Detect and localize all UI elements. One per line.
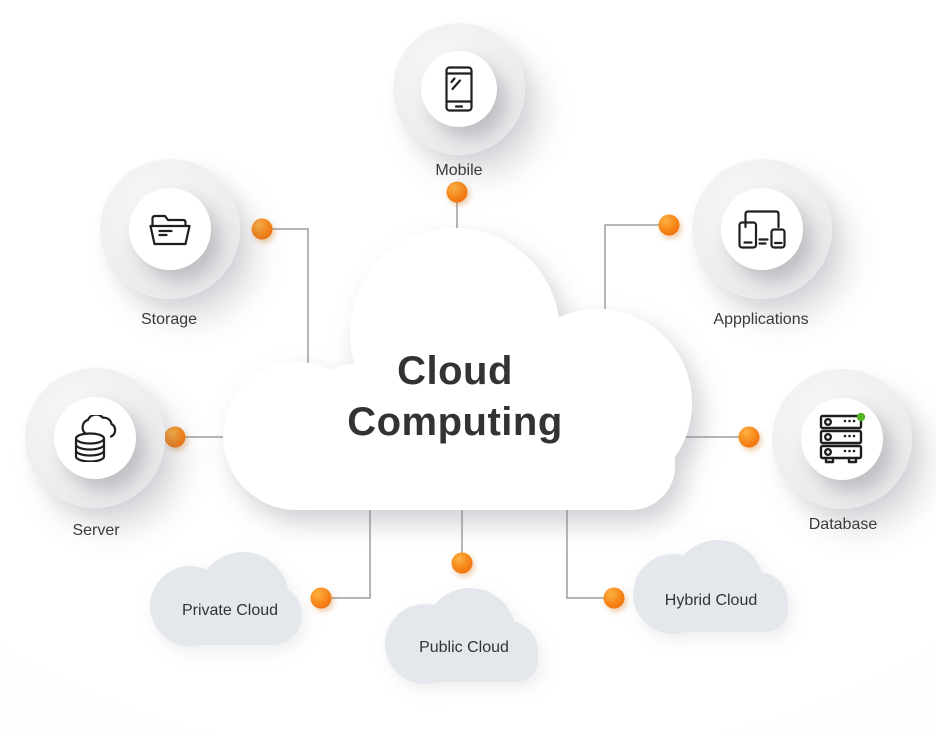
dot-private-cloud xyxy=(310,587,332,609)
rack-dots-row3 xyxy=(843,449,856,453)
rack-dots-row1 xyxy=(843,419,856,423)
node-applications-label: Appplications xyxy=(713,311,809,328)
title-line-2: Computing xyxy=(347,400,563,445)
dot-storage xyxy=(251,218,273,240)
node-mobile-label: Mobile xyxy=(435,162,483,179)
node-database-circle xyxy=(801,398,883,480)
node-database xyxy=(772,369,912,509)
node-storage-label: Storage xyxy=(140,311,198,328)
connectors xyxy=(175,193,749,599)
status-green-dot xyxy=(856,413,866,422)
connector-storage xyxy=(262,228,309,364)
hybrid-cloud-label: Hybrid Cloud xyxy=(664,592,758,609)
main-cloud-title: Cloud Computing xyxy=(347,346,563,448)
public-cloud-shape xyxy=(385,588,538,684)
node-server xyxy=(25,368,165,508)
dot-database xyxy=(738,426,760,448)
node-storage-circle xyxy=(129,188,211,270)
private-cloud-shape xyxy=(150,552,302,646)
server-rack-icon xyxy=(819,413,866,464)
node-mobile xyxy=(393,23,525,155)
hybrid-cloud-shape xyxy=(633,540,788,634)
public-cloud-label: Public Cloud xyxy=(419,639,509,656)
dot-public-cloud xyxy=(451,552,473,574)
dot-hybrid-cloud xyxy=(603,587,625,609)
node-mobile-circle xyxy=(421,51,497,127)
node-applications xyxy=(692,159,832,299)
smartphone-icon xyxy=(445,66,473,112)
node-storage xyxy=(100,159,240,299)
devices-icon xyxy=(738,210,786,249)
node-database-label: Database xyxy=(808,516,878,533)
node-server-circle xyxy=(54,397,136,479)
rack-dots-row2 xyxy=(843,434,856,438)
dot-applications xyxy=(658,214,680,236)
node-applications-circle xyxy=(721,188,803,270)
dot-mobile xyxy=(446,181,468,203)
connector-applications xyxy=(604,224,669,309)
node-server-label: Server xyxy=(72,522,120,539)
connector-dots xyxy=(164,181,760,609)
main-cloud-shape xyxy=(223,228,692,510)
open-folder-icon xyxy=(149,214,191,246)
cloud-disks-icon xyxy=(74,414,117,462)
dot-server xyxy=(164,426,186,448)
connector-hybrid-cloud xyxy=(566,506,614,599)
connector-private-cloud xyxy=(321,506,371,599)
title-line-1: Cloud xyxy=(397,349,513,393)
private-cloud-label: Private Cloud xyxy=(181,602,279,619)
small-clouds xyxy=(150,540,788,684)
